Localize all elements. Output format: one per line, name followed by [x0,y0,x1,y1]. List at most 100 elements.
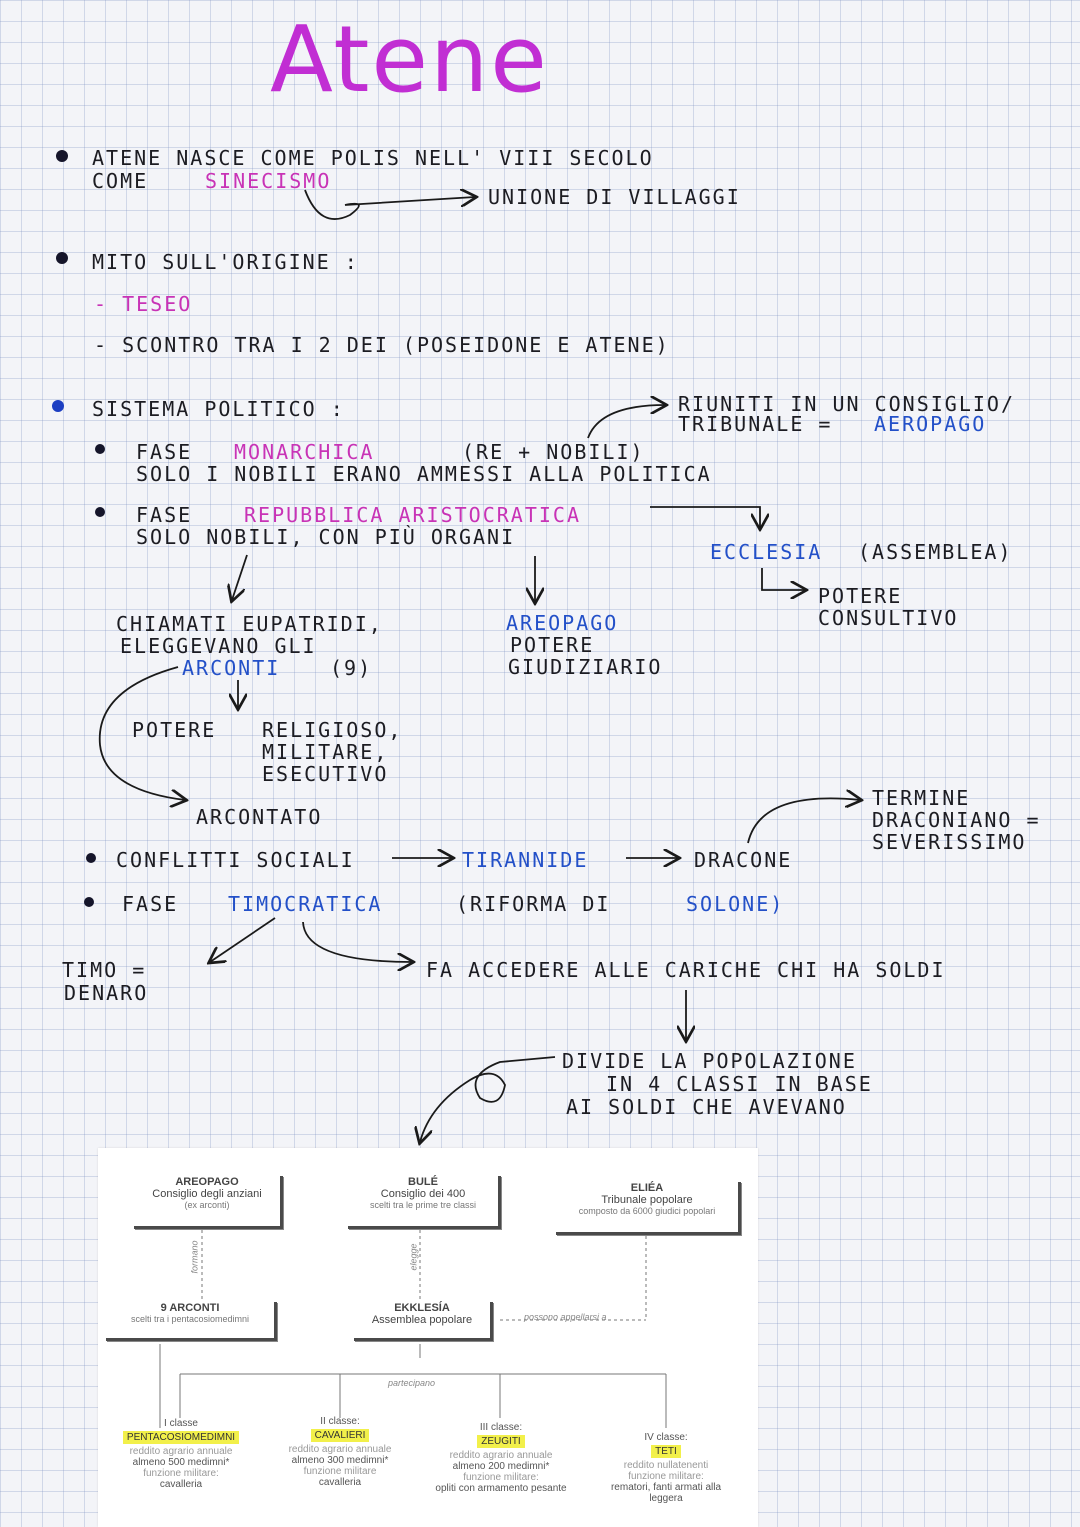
origin-line2a: COME [92,169,149,193]
ecclesia-power1: POTERE [818,584,903,608]
class-2-l2: almeno 300 medimni* [291,1455,389,1466]
divide-line3: AI SOLDI CHE AVEVANO [566,1095,847,1119]
draconiano-line2: DRACONIANO = [872,808,1041,832]
arrow-accedere [302,921,412,962]
bullet-dot [86,853,96,863]
class-3-num: III classe: [479,1422,523,1433]
ecclesia-power2: CONSULTIVO [818,606,959,630]
class-2: II classe: CAVALIERI reddito agrario ann… [270,1416,410,1488]
solon-constitution-diagram: AREOPAGO Consiglio degli anziani (ex arc… [98,1148,758,1527]
class-4-l1: reddito nullatenenti [623,1460,709,1471]
class-3-l3: funzione militare: [463,1472,539,1483]
bullet-dot [95,444,105,454]
arrow-eupatridi [232,554,248,600]
class-1-l1: reddito agrario annuale [129,1446,233,1457]
bullet-dot [84,897,94,907]
council-line1: RIUNITI IN UN CONSIGLIO/ [678,392,1015,416]
arconti-count: (9) [330,656,373,680]
eupatridi-line2: ELEGGEVANO GLI [120,634,317,658]
class-2-l4: cavalleria [318,1477,362,1488]
class-3-name: ZEUGITI [477,1435,525,1448]
arconti-term: ARCONTI [182,656,281,680]
phase1-monarchica: MONARCHICA [234,440,375,464]
dracone-term: DRACONE [694,848,793,872]
sinecismo-term: SINECISMO [205,169,332,193]
eliea-sub: Tribunale popolare [601,1194,693,1206]
areopago-sub: Consiglio degli anziani [152,1188,262,1200]
myth-heading: MITO SULL'ORIGINE : [92,250,359,274]
class-1-l3: funzione militare: [143,1468,219,1479]
areopago-power1: POTERE [510,633,595,657]
arrow-council [587,405,665,439]
arrow-ecclesia [650,506,760,528]
arrow-consultivo [761,568,805,590]
origin-line1: ATENE NASCE COME POLIS NELL' VIII SECOLO [92,146,654,170]
areopago-note: (ex arconti) [184,1200,230,1210]
label-appellarsi: possono appellarsi a [524,1312,607,1322]
bullet-dot [95,507,105,517]
class-3-l4: opliti con armamento pesante [435,1483,567,1494]
timocratic-term: TIMOCRATICA [228,892,383,916]
class-2-name: CAVALIERI [310,1429,370,1442]
bule-note: scelti tra le prime tre classi [369,1200,477,1210]
areopago-power2: GIUDIZIARIO [508,655,663,679]
class-1-num: I classe [164,1418,198,1429]
bule-sub: Consiglio dei 400 [380,1188,466,1200]
draconiano-line1: TERMINE [872,786,971,810]
box-ekklesia: EKKLESÍA Assemblea popolare [354,1302,493,1341]
myth-scontro: - SCONTRO TRA I 2 DEI (POSEIDONE E ATENE… [94,333,670,357]
arrow-sinecismo [304,190,475,220]
accedere-line: FA ACCEDERE ALLE CARICHE CHI HA SOLDI [426,958,946,982]
unione-villaggi: UNIONE DI VILLAGGI [488,185,741,209]
class-4: IV classe: TETI reddito nullatenenti fun… [596,1432,736,1504]
diagram-connectors [159,1230,667,1428]
timocratic-riforma: (RIFORMA DI [456,892,611,916]
class-1-l4: cavalleria [159,1479,203,1490]
potere-label: POTERE [132,718,217,742]
council-aeropago: AEROPAGO [874,412,987,436]
arcontato-label: ARCONTATO [196,805,323,829]
phase1-label: FASE [136,440,193,464]
ecclesia-assemblea: (ASSEMBLEA) [858,540,1013,564]
potere-religioso: RELIGIOSO, [262,718,403,742]
conflitti-label: CONFLITTI SOCIALI [116,848,355,872]
class-3: III classe: ZEUGITI reddito agrario annu… [426,1422,576,1494]
label-partecipano: partecipano [388,1378,436,1388]
class-2-l1: reddito agrario annuale [288,1444,392,1455]
potere-esecutivo: ESECUTIVO [262,762,389,786]
box-arconti: 9 ARCONTI scelti tra i pentacosiomedimni [106,1302,277,1341]
arrow-draconiano [747,798,860,844]
class-3-l2: almeno 200 medimni* [452,1461,550,1472]
class-1-name: PENTACOSIOMEDIMNI [122,1431,240,1444]
box-eliea: ELIÉA Tribunale popolare composto da 600… [556,1182,741,1235]
arrow-timo [210,917,276,962]
box-areopago: AREOPAGO Consiglio degli anziani (ex arc… [134,1176,283,1229]
phase1-line2: SOLO I NOBILI ERANO AMMESSI ALLA POLITIC… [136,462,712,486]
divide-line2: IN 4 CLASSI IN BASE [606,1072,873,1096]
bullet-dot [56,252,68,264]
arrow-diagram [420,1056,556,1142]
arconti-note: scelti tra i pentacosiomedimni [130,1314,250,1324]
ekklesia-title: EKKLESÍA [394,1302,450,1314]
potere-militare: MILITARE, [262,740,389,764]
phase2-label: FASE [136,503,193,527]
timo-line1: TIMO = [62,958,147,982]
timo-line2: DENARO [64,981,149,1005]
class-4-l4: rematori, fanti armati alla leggera [610,1482,722,1504]
bullet-dot [56,150,68,162]
council-line2a: TRIBUNALE = [678,412,833,436]
class-1: I classe PENTACOSIOMEDIMNI reddito agrar… [108,1418,254,1490]
phase2-line2: SOLO NOBILI, CON PIÙ ORGANI [136,525,516,549]
tirannide-term: TIRANNIDE [462,848,589,872]
arconti-title: 9 ARCONTI [160,1302,220,1314]
class-1-l2: almeno 500 medimni* [132,1457,230,1468]
eliea-note: composto da 6000 giudici popolari [578,1206,716,1216]
phase2-repubblica: REPUBBLICA ARISTOCRATICA [244,503,581,527]
solone-term: SOLONE) [686,892,785,916]
areopago-title: AREOPAGO [175,1176,239,1188]
phase1-re-nobili: (RE + NOBILI) [462,440,645,464]
class-4-num: IV classe: [644,1432,688,1443]
political-heading: SISTEMA POLITICO : [92,397,345,421]
ekklesia-sub: Assemblea popolare [371,1314,473,1326]
page-title: Atene [270,6,549,113]
